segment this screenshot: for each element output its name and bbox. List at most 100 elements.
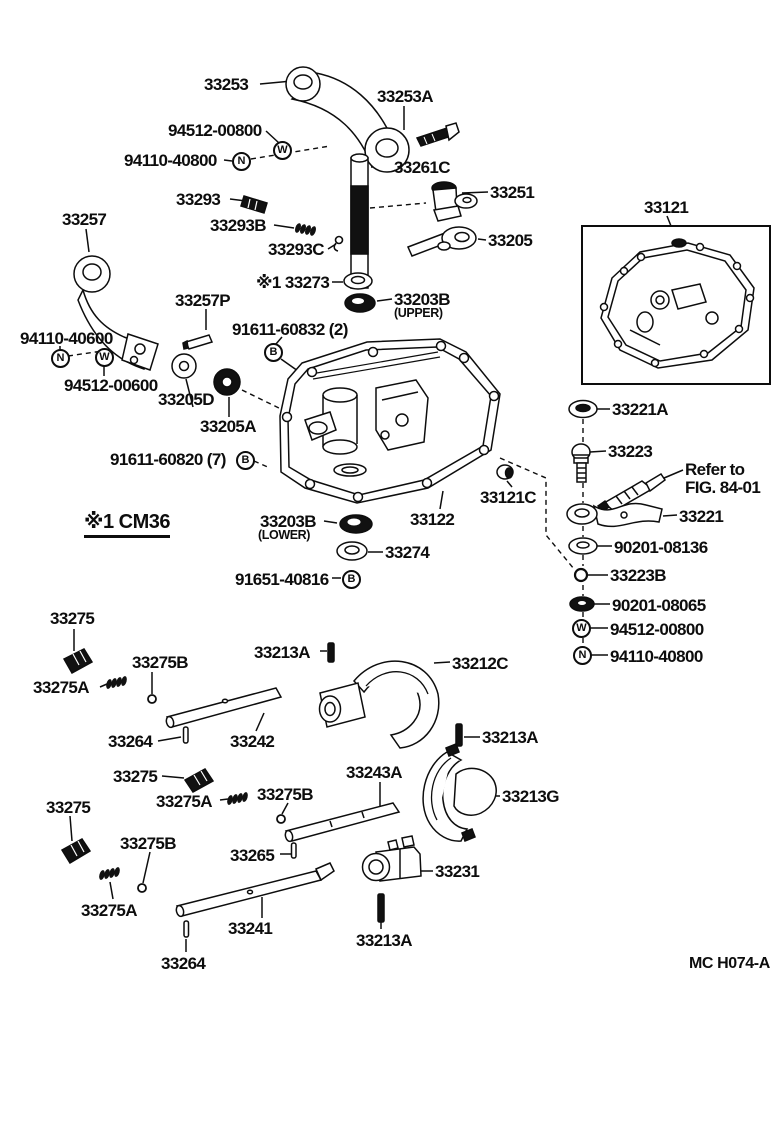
part-label-33275-3: 33275 <box>46 798 91 817</box>
part-label-94110-40600: 94110-40600 <box>20 329 113 348</box>
part-reverse-fork-33213G <box>422 743 497 842</box>
part-label-33275B-3: 33275B <box>120 834 177 853</box>
part-label-33231: 33231 <box>435 862 480 881</box>
part-spring-33293B <box>295 223 316 236</box>
part-label-33275A-1: 33275A <box>33 678 90 697</box>
part-label-33122: 33122 <box>410 510 455 529</box>
part-bushing-33205A <box>213 368 241 396</box>
part-shift-fork-33212C <box>318 660 440 749</box>
part-label-33205A: 33205A <box>200 417 257 436</box>
part-label-33223: 33223 <box>608 442 653 461</box>
part-label-33293C: 33293C <box>268 240 325 259</box>
part-pin-33265 <box>290 842 297 859</box>
part-label-94512-00600: 94512-00600 <box>64 376 158 395</box>
part-label-33213G: 33213G <box>502 787 560 806</box>
part-label-33241: 33241 <box>228 919 273 938</box>
part-switch-refer-fig-84-01 <box>596 472 667 514</box>
part-shaft-33261C <box>350 153 369 289</box>
part-slotted-pin-33275-1 <box>62 648 94 675</box>
part-pin-33293 <box>240 195 268 214</box>
part-pin-33213A-2 <box>455 723 463 747</box>
leader-lines <box>59 80 684 952</box>
part-lever-33205 <box>406 226 477 257</box>
part-washer-90201-08136 <box>568 537 598 555</box>
part-fork-shaft-33241 <box>175 862 335 918</box>
part-label-94512-00800-top: 94512-00800 <box>168 121 262 140</box>
part-fork-shaft-33242 <box>165 687 283 729</box>
part-label-33251: 33251 <box>490 183 535 202</box>
nut-marker-N-right: N <box>573 646 592 665</box>
part-label-33121C: 33121C <box>480 488 537 507</box>
part-pin-33257P <box>182 334 214 350</box>
part-label-33223B: 33223B <box>610 566 667 585</box>
part-label-33275A-2: 33275A <box>156 792 213 811</box>
part-label-33293: 33293 <box>176 190 221 209</box>
part-label-33121: 33121 <box>644 198 689 217</box>
part-shift-arm-33253 <box>285 66 410 173</box>
part-washer-33274 <box>336 541 368 561</box>
part-label-33203B-lower: 33203B <box>260 512 317 531</box>
part-label-33221A: 33221A <box>612 400 669 419</box>
part-label-94110-40800-top: 94110-40800 <box>124 151 217 170</box>
part-slotted-pin-33275-2 <box>183 768 215 793</box>
part-label-33213A-2: 33213A <box>482 728 539 747</box>
part-ball-33275B-2 <box>276 814 286 824</box>
part-label-33205: 33205 <box>488 231 533 250</box>
part-cover-33121-box <box>581 225 771 385</box>
bolt-marker-B-60832: B <box>264 343 283 362</box>
part-label-33242: 33242 <box>230 732 275 751</box>
part-label-33253A: 33253A <box>377 87 434 106</box>
part-pin-33264-2 <box>183 920 190 938</box>
part-label-33275-1: 33275 <box>50 609 95 628</box>
part-seal-33203B-lower <box>339 514 373 534</box>
part-label-33275B-2: 33275B <box>257 785 314 804</box>
part-slotted-pin-33275-3 <box>60 838 92 865</box>
part-label-33253: 33253 <box>204 75 249 94</box>
part-label-94110-40800-right: 94110-40800 <box>610 647 703 666</box>
washer-marker-W-top: W <box>273 141 292 160</box>
part-breather-33251 <box>431 181 478 222</box>
part-ball-33275B-1 <box>147 694 157 704</box>
refer-note-line2: FIG. 84-01 <box>685 478 761 498</box>
refer-note-line1: Refer to <box>685 460 745 479</box>
nut-marker-N-left: N <box>51 349 70 368</box>
part-label-33213A-1: 33213A <box>254 643 311 662</box>
part-spring-33275A-2 <box>227 792 248 805</box>
part-label-33293B: 33293B <box>210 216 267 235</box>
part-bolt-33223 <box>571 443 591 483</box>
part-interlock-body-33231 <box>361 835 422 882</box>
nut-marker-N-top: N <box>232 152 251 171</box>
part-label-33273: ※1 33273 <box>256 273 330 292</box>
part-sublabel-upper: (UPPER) <box>394 306 443 320</box>
part-label-91611-60820: 91611-60820 (7) <box>110 450 226 469</box>
part-label-33221: 33221 <box>679 507 724 526</box>
part-label-33243A: 33243A <box>346 763 403 782</box>
part-washer-33273 <box>343 272 373 290</box>
part-pin-33264-1 <box>182 726 189 744</box>
part-cap-33221A <box>568 399 598 419</box>
part-label-33275-2: 33275 <box>113 767 158 786</box>
part-label-33205D: 33205D <box>158 390 215 409</box>
part-spring-33275A-3 <box>99 867 120 880</box>
part-label-33264-2: 33264 <box>161 954 206 973</box>
part-hook-33293C <box>333 235 344 252</box>
part-fork-shaft-33243A <box>284 802 401 843</box>
part-label-33265: 33265 <box>230 846 275 865</box>
part-ball-33275B-3 <box>137 883 147 893</box>
part-label-94512-00800-right: 94512-00800 <box>610 620 704 639</box>
part-label-33274: 33274 <box>385 543 430 562</box>
part-ring-33223B <box>573 567 589 583</box>
part-label-91611-60832: 91611-60832 (2) <box>232 320 348 339</box>
part-label-33264-1: 33264 <box>108 732 153 751</box>
part-sublabel-lower: (LOWER) <box>258 528 311 542</box>
part-shift-lever-33221 <box>566 502 663 528</box>
part-washer-90201-08065 <box>569 596 595 612</box>
part-label-33275A-3: 33275A <box>81 901 138 920</box>
part-label-33275B-1: 33275B <box>132 653 189 672</box>
part-pin-33213A-3 <box>377 893 385 923</box>
part-seal-33203B-upper <box>344 293 376 313</box>
footnote-cm36: ※1 CM36 <box>84 512 170 538</box>
part-label-90201-08136: 90201-08136 <box>614 538 708 557</box>
